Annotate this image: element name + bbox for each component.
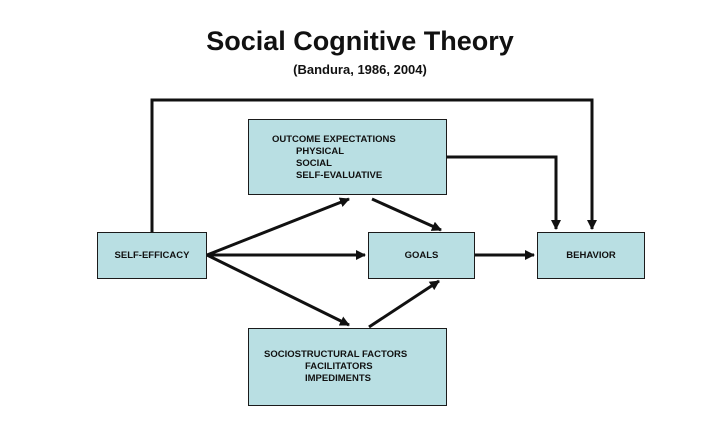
node-heading: SOCIOSTRUCTURAL FACTORS (264, 349, 408, 360)
node-label: SELF-EFFICACY (114, 249, 190, 261)
node-sociostructural-factors: SOCIOSTRUCTURAL FACTORS FACILITATORS IMP… (248, 328, 447, 406)
node-label: GOALS (404, 249, 439, 261)
arrow-self-efficacy-to-socio (206, 253, 350, 327)
node-self-efficacy: SELF-EFFICACY (97, 232, 207, 279)
node-item: SOCIAL (296, 158, 332, 169)
arrow-socio-to-goals (368, 279, 440, 329)
node-heading: OUTCOME EXPECTATIONS (272, 134, 396, 145)
diagram-title: Social Cognitive Theory (206, 26, 514, 56)
node-item: IMPEDIMENTS (305, 373, 371, 384)
arrow-self-efficacy-to-behavior (150, 98, 597, 232)
node-outcome-expectations: OUTCOME EXPECTATIONS PHYSICAL SOCIAL SEL… (248, 119, 447, 195)
node-item: FACILITATORS (305, 361, 373, 372)
node-behavior: BEHAVIOR (537, 232, 645, 279)
node-goals: GOALS (368, 232, 475, 279)
node-label: BEHAVIOR (566, 249, 616, 261)
diagram-subtitle: (Bandura, 1986, 2004) (293, 62, 427, 77)
node-item: SELF-EVALUATIVE (296, 170, 383, 181)
arrow-outcome-to-behavior (447, 155, 561, 230)
arrow-outcome-to-goals (371, 197, 442, 232)
arrow-self-efficacy-to-outcome (206, 197, 350, 257)
node-item: PHYSICAL (296, 146, 345, 157)
